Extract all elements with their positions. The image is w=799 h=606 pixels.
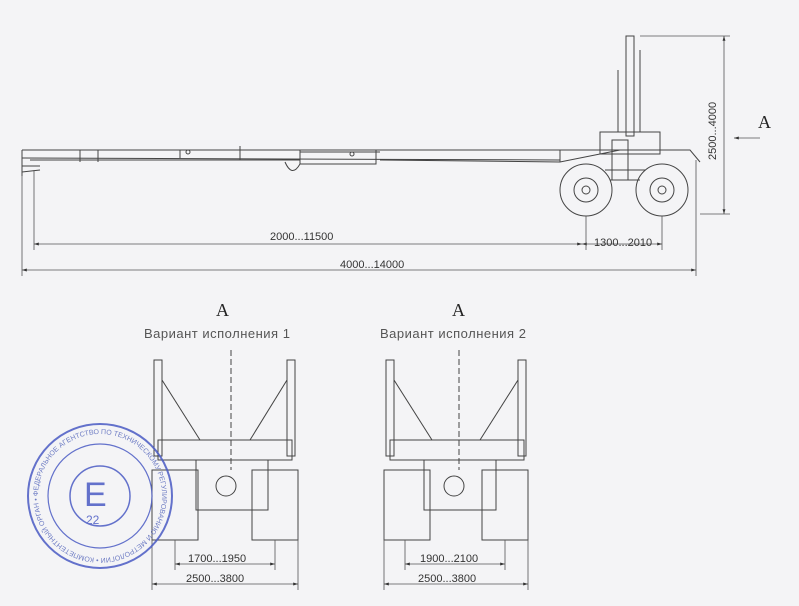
rear-view-2-dimensions [383,530,529,590]
dim-total-label: 4000...14000 [340,259,404,271]
rear-view-1-dimensions [151,530,299,590]
trailer-frame [21,146,621,176]
stamp-letter: E [84,476,107,514]
rear-view-2-label: A [452,300,465,320]
rear-bogie [559,131,701,217]
dim-axle-label: 1300...2010 [594,237,652,249]
certification-stamp: ФЕДЕРАЛЬНОЕ АГЕНТСТВО ПО ТЕХНИЧЕСКОМУ РЕ… [27,423,173,569]
stamp-number: 22 [86,513,100,527]
rear-view-2-dim-outer: 2500...3800 [418,573,476,585]
dim-height-label: 2500...4000 [707,102,719,160]
rear-view-2-dim-inner: 1900...2100 [420,553,478,565]
rear-view-1-label: A [216,300,229,320]
rear-view-1-dim-inner: 1700...1950 [188,553,246,565]
view-arrow-label: A [758,112,771,132]
rear-view-2 [383,350,529,541]
rear-view-2-caption: Вариант исполнения 2 [380,326,526,341]
rear-view-1 [151,350,299,541]
stanchion [617,35,641,137]
rear-view-1-dim-outer: 2500...3800 [186,573,244,585]
side-view [21,35,701,217]
side-dimensions [21,35,760,276]
rear-view-1-caption: Вариант исполнения 1 [144,326,290,341]
dim-wheelbase-label: 2000...11500 [270,231,333,243]
